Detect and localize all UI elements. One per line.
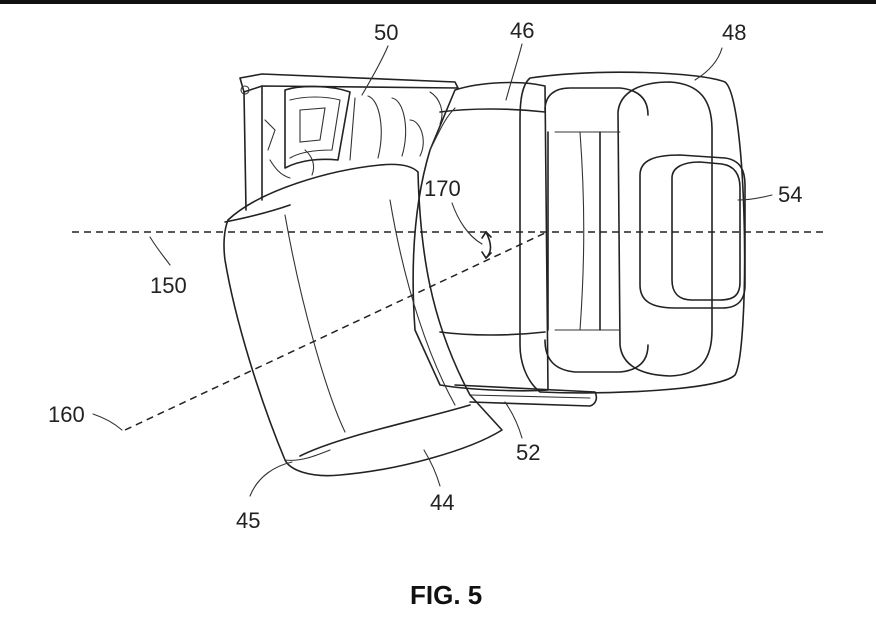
figure-caption: FIG. 5 — [410, 580, 482, 610]
seat-cushion-46 — [412, 81, 549, 392]
top-border — [0, 0, 876, 4]
ref-170: 170 — [424, 176, 461, 201]
ref-45: 45 — [236, 508, 260, 533]
seat-track-52 — [454, 384, 598, 407]
leader-lines — [92, 43, 773, 497]
angle-indicator-170 — [451, 202, 492, 259]
ref-44: 44 — [430, 490, 454, 515]
ref-50: 50 — [374, 20, 398, 45]
seat-frame-50 — [239, 73, 459, 211]
headrest-54 — [639, 154, 746, 309]
ref-52: 52 — [516, 440, 540, 465]
ref-150: 150 — [150, 273, 187, 298]
ref-54: 54 — [778, 182, 802, 207]
axis-line-160 — [124, 232, 546, 431]
ref-160: 160 — [48, 402, 85, 427]
ref-48: 48 — [722, 20, 746, 45]
rotated-seat-44 — [223, 163, 503, 477]
ref-46: 46 — [510, 18, 534, 43]
seat-back-48 — [519, 71, 746, 394]
